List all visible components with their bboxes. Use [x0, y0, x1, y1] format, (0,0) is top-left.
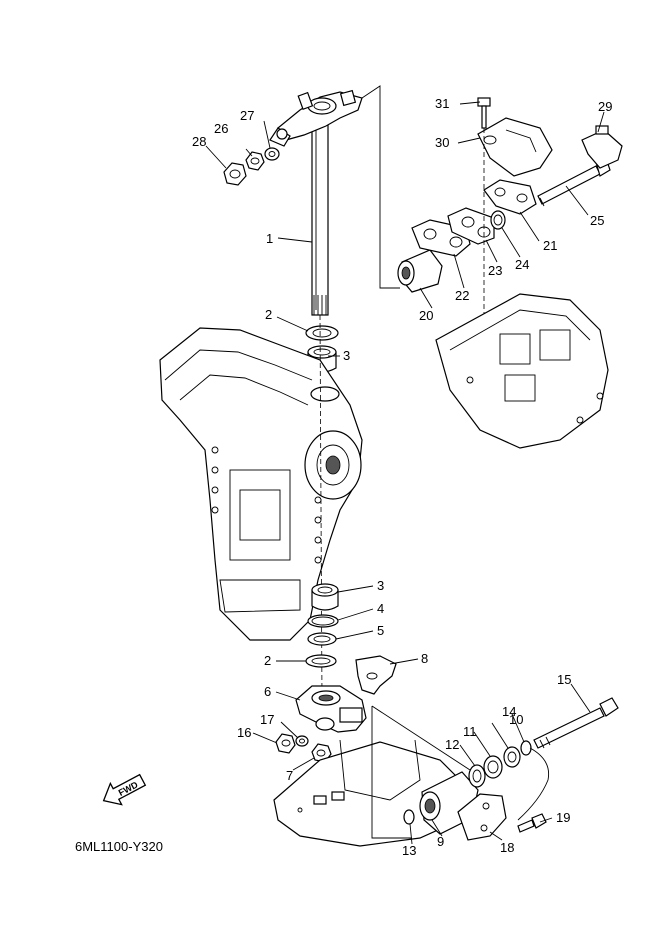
- cover-30: [477, 117, 553, 177]
- callout-1: 1: [266, 231, 273, 246]
- o-ring-4: [307, 614, 339, 628]
- bolt-19: [517, 813, 547, 833]
- washer-2-top: [305, 325, 339, 341]
- callout-16: 16: [237, 725, 251, 740]
- swivel-bracket: [159, 327, 363, 641]
- washer-14: [520, 740, 532, 756]
- steering-shaft: [311, 119, 329, 316]
- callout-28: 28: [192, 134, 206, 149]
- callout-7: 7: [286, 768, 293, 783]
- callout-10: 10: [509, 712, 523, 727]
- callout-11: 11: [463, 724, 477, 739]
- nut-16: [275, 733, 296, 754]
- callout-2-top: 2: [265, 307, 272, 322]
- washer-11: [483, 755, 503, 779]
- callout-21: 21: [543, 238, 557, 253]
- steering-bracket: [269, 89, 363, 147]
- cover-18: [457, 793, 507, 841]
- callout-19: 19: [556, 810, 570, 825]
- bolt-25: [537, 157, 611, 207]
- callout-3-top: 3: [343, 348, 350, 363]
- plate-21: [483, 179, 537, 215]
- upper-casing: [435, 293, 609, 449]
- bolt-31: [477, 97, 491, 129]
- callout-25: 25: [590, 213, 604, 228]
- callout-14: 14: [502, 704, 516, 719]
- nut-26: [245, 151, 265, 171]
- callout-26: 26: [214, 121, 228, 136]
- washer-17: [295, 735, 309, 747]
- washer-27: [264, 147, 280, 161]
- washer-2-bottom: [305, 654, 337, 668]
- callout-22: 22: [455, 288, 469, 303]
- callout-23: 23: [488, 263, 502, 278]
- wire-lead: [517, 747, 550, 821]
- callout-27: 27: [240, 108, 254, 123]
- callout-20: 20: [419, 308, 433, 323]
- callout-5: 5: [377, 623, 384, 638]
- steering-arm-6: [295, 685, 367, 733]
- leader-lines: [205, 101, 605, 845]
- callout-17: 17: [260, 712, 274, 727]
- clip-29: [581, 125, 623, 169]
- callout-2-bottom: 2: [264, 653, 271, 668]
- callout-8: 8: [421, 651, 428, 666]
- callout-29: 29: [598, 99, 612, 114]
- callout-labels: 1 2 3 3 4 5 2 6 7 8 9 10 11 12 13 14 15 …: [192, 96, 612, 858]
- callout-15: 15: [557, 672, 571, 687]
- washer-10: [503, 746, 521, 768]
- bolt-15: [533, 697, 619, 749]
- callout-18: 18: [500, 840, 514, 855]
- plate-8: [355, 655, 397, 695]
- callout-13: 13: [402, 843, 416, 858]
- callout-9: 9: [437, 834, 444, 849]
- washer-12: [468, 764, 486, 788]
- washer-13: [403, 809, 415, 825]
- diagram-code: 6ML1100-Y320: [75, 839, 163, 854]
- callout-6: 6: [264, 684, 271, 699]
- callout-3-bottom: 3: [377, 578, 384, 593]
- callout-31: 31: [435, 96, 449, 111]
- callout-12: 12: [445, 737, 459, 752]
- fwd-arrow-icon: FWD: [102, 773, 147, 806]
- o-ring-24: [490, 210, 506, 230]
- washer-5: [307, 632, 337, 646]
- callout-24: 24: [515, 257, 529, 272]
- bushing-3-bottom: [311, 583, 339, 611]
- callout-4: 4: [377, 601, 384, 616]
- rubber-mount-20: [397, 249, 443, 293]
- callout-30: 30: [435, 135, 449, 150]
- nut-28: [223, 162, 247, 186]
